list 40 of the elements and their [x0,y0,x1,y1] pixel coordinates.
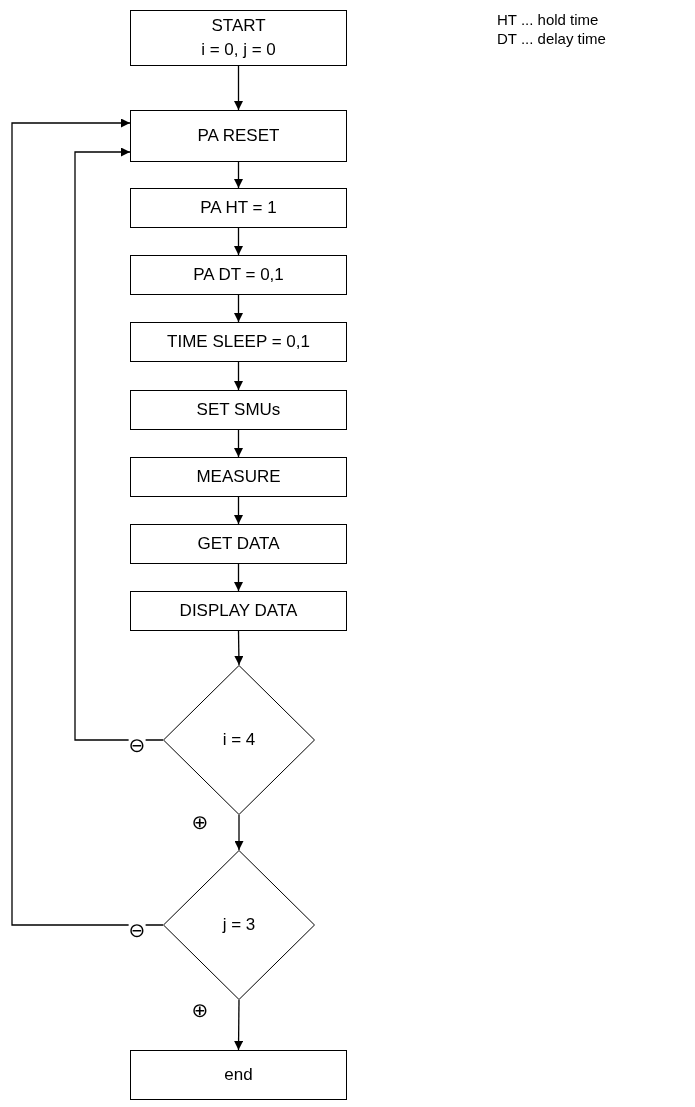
process-box [130,591,347,631]
arrow [234,563,243,592]
node-text: PA RESET [197,125,280,147]
decision-diamond [163,850,315,1000]
process-box [130,524,347,564]
process-box [130,110,347,162]
arrow [234,999,244,1051]
node-text: PA DT = 0,1 [193,264,284,286]
abbreviation-note: DT ... delay time [497,29,606,48]
node-text: SET SMUs [196,399,281,421]
node-text: TIME SLEEP = 0,1 [167,331,310,353]
decision-diamond [163,665,315,815]
node-text: j = 3 [222,914,256,936]
arrow [234,161,243,189]
arrow [11,118,164,926]
node-text: MEASURE [196,466,281,488]
arrow [234,65,243,111]
process-box [130,390,347,430]
node-text: end [224,1064,253,1086]
arrow [74,147,164,741]
arrow [234,630,244,666]
node-text: i = 4 [222,729,256,751]
abbreviation-note: HT ... hold time [497,10,600,29]
process-box [130,1050,347,1100]
node-text: GET DATA [197,533,280,555]
node-text: i = 0, j = 0 [201,39,276,61]
node-text: START [211,15,266,37]
arrow [234,496,243,525]
node-text: PA HT = 1 [200,197,277,219]
process-box [130,188,347,228]
process-box [130,457,347,497]
arrow [234,814,244,851]
arrow [234,227,243,256]
arrow [234,294,243,323]
arrow [234,429,243,458]
arrow [234,361,243,391]
process-box [130,322,347,362]
process-box [130,10,347,66]
process-box [130,255,347,295]
node-text: DISPLAY DATA [179,600,298,622]
